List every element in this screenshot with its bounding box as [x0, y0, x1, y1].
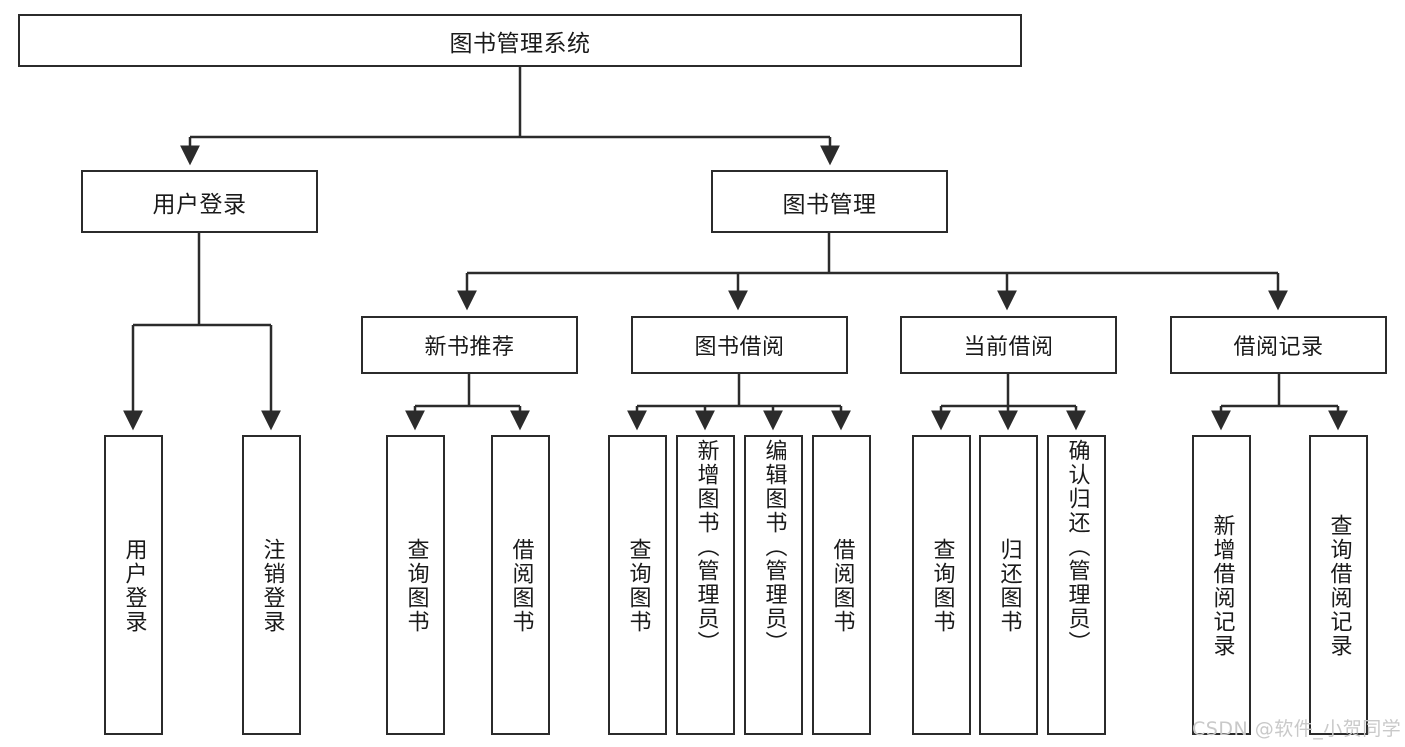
leaf-label: 查询图书 — [403, 538, 429, 634]
leaf-new-book-query[interactable]: 查询图书 — [386, 435, 445, 735]
leaf-label: 归还图书 — [996, 538, 1022, 634]
leaf-label: 查询借阅记录 — [1326, 514, 1352, 658]
leaf-label: 注销登录 — [259, 538, 285, 634]
node-new-book-recommend[interactable]: 新书推荐 — [361, 316, 578, 374]
node-current-borrow-label: 当前借阅 — [963, 335, 1054, 360]
leaf-label: 编辑图书（管理员） — [761, 439, 787, 655]
leaf-label: 确认归还（管理员） — [1064, 439, 1090, 655]
leaf-label: 新增借阅记录 — [1209, 514, 1235, 658]
leaf-user-login-login[interactable]: 用户登录 — [104, 435, 163, 735]
node-book-management[interactable]: 图书管理 — [711, 170, 948, 233]
node-current-borrow[interactable]: 当前借阅 — [900, 316, 1117, 374]
leaf-book-borrow-add[interactable]: 新增图书（管理员） — [676, 435, 735, 735]
node-root[interactable]: 图书管理系统 — [18, 14, 1022, 67]
leaf-borrow-record-query[interactable]: 查询借阅记录 — [1309, 435, 1368, 735]
node-new-book-recommend-label: 新书推荐 — [424, 335, 515, 360]
leaf-new-book-borrow[interactable]: 借阅图书 — [491, 435, 550, 735]
leaf-book-borrow-query[interactable]: 查询图书 — [608, 435, 667, 735]
node-user-login[interactable]: 用户登录 — [81, 170, 318, 233]
leaf-label: 新增图书（管理员） — [693, 439, 719, 655]
leaf-user-login-logout[interactable]: 注销登录 — [242, 435, 301, 735]
leaf-current-borrow-confirm[interactable]: 确认归还（管理员） — [1047, 435, 1106, 735]
leaf-current-borrow-return[interactable]: 归还图书 — [979, 435, 1038, 735]
leaf-book-borrow-edit[interactable]: 编辑图书（管理员） — [744, 435, 803, 735]
leaf-label: 查询图书 — [625, 538, 651, 634]
leaf-label: 用户登录 — [121, 538, 147, 634]
leaf-label: 借阅图书 — [829, 538, 855, 634]
node-book-borrow-label: 图书借阅 — [694, 335, 785, 360]
leaf-borrow-record-add[interactable]: 新增借阅记录 — [1192, 435, 1251, 735]
node-book-management-label: 图书管理 — [782, 191, 877, 218]
leaf-label: 借阅图书 — [508, 538, 534, 634]
node-borrow-record-label: 借阅记录 — [1233, 335, 1324, 360]
watermark-text: CSDN @软件_小贺同学 — [1192, 718, 1402, 740]
leaf-book-borrow-borrow[interactable]: 借阅图书 — [812, 435, 871, 735]
node-root-label: 图书管理系统 — [449, 30, 591, 57]
leaf-current-borrow-query[interactable]: 查询图书 — [912, 435, 971, 735]
leaf-label: 查询图书 — [929, 538, 955, 634]
node-user-login-label: 用户登录 — [152, 191, 247, 218]
node-book-borrow[interactable]: 图书借阅 — [631, 316, 848, 374]
node-borrow-record[interactable]: 借阅记录 — [1170, 316, 1387, 374]
